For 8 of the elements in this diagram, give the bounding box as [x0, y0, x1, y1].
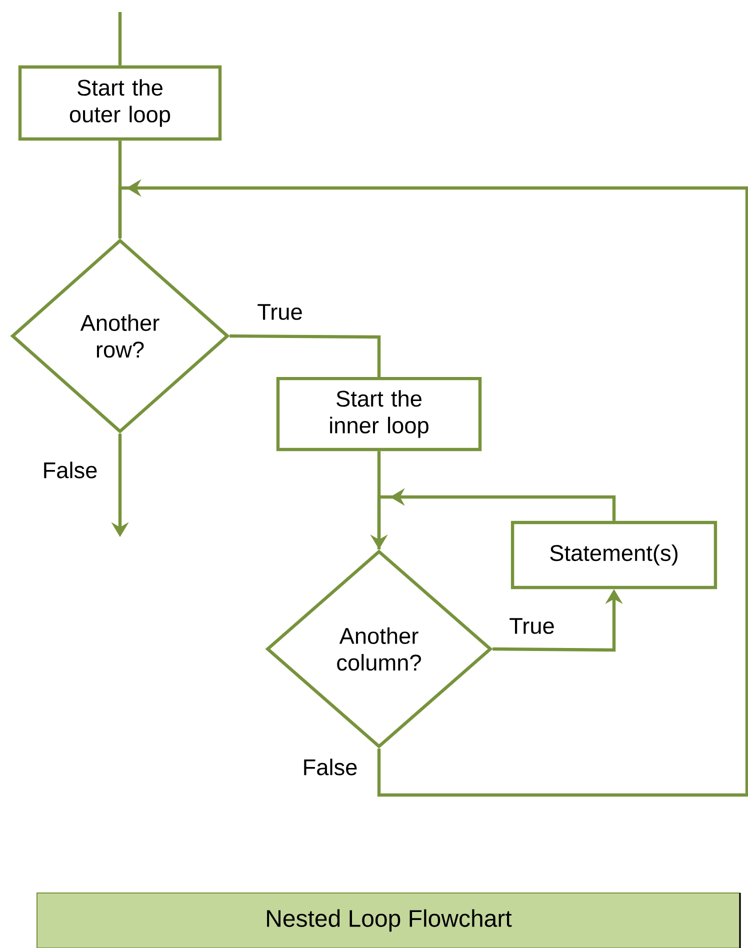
edge-label: True: [256, 302, 304, 322]
caption-band: Nested Loop Flowchart: [36, 892, 741, 948]
edge-label: True: [508, 616, 556, 636]
process-box: Statement(s): [510, 520, 718, 590]
process-box: Start the outer loop: [18, 65, 222, 141]
edge-label: False: [300, 757, 360, 777]
edge-label: False: [40, 460, 100, 480]
process-box: Start the inner loop: [276, 376, 482, 452]
